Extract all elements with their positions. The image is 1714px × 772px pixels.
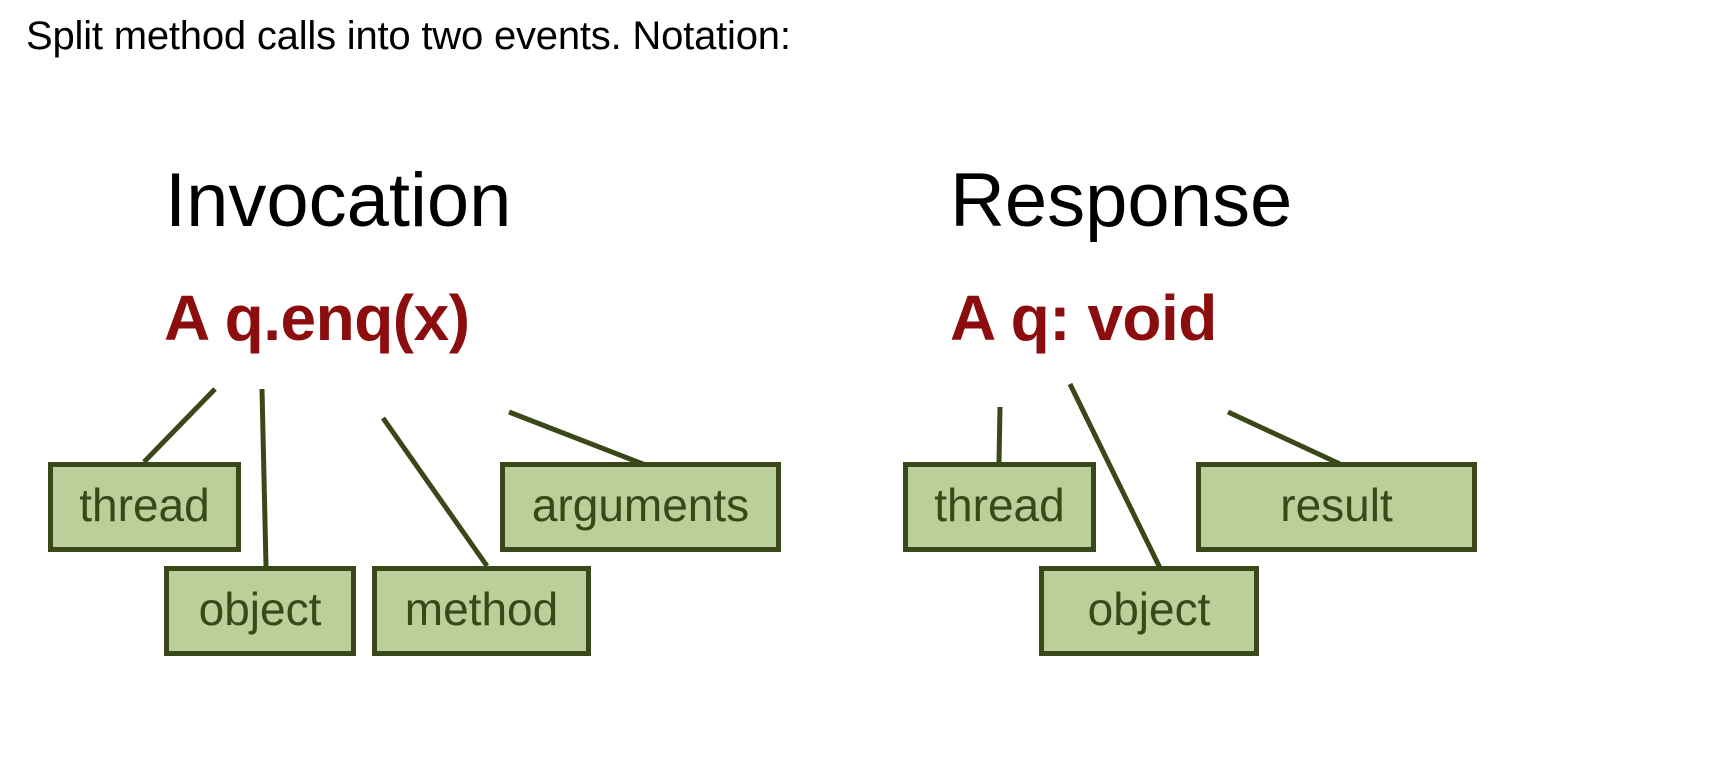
label-text: object <box>1087 583 1211 635</box>
label-text: thread <box>934 479 1065 531</box>
label-text: thread <box>79 479 210 531</box>
connector-invocation-arguments <box>508 409 644 467</box>
connector-invocation-method <box>380 416 490 568</box>
connector-response-thread <box>996 406 1003 463</box>
label-box-response-thread[interactable]: thread <box>903 462 1096 552</box>
code-invocation: A q.enq(x) <box>164 282 470 354</box>
slide-title: Split method calls into two events. Nota… <box>26 14 791 58</box>
code-response: A q: void <box>950 282 1217 354</box>
label-text: method <box>404 583 559 635</box>
label-text: object <box>198 583 322 635</box>
heading-response: Response <box>950 158 1293 243</box>
heading-invocation: Invocation <box>165 158 512 243</box>
label-text: result <box>1280 479 1393 531</box>
label-box-invocation-object[interactable]: object <box>164 566 356 656</box>
label-box-response-result[interactable]: result <box>1196 462 1477 552</box>
label-box-response-object[interactable]: object <box>1039 566 1259 656</box>
connector-invocation-thread <box>142 387 217 464</box>
label-box-invocation-method[interactable]: method <box>372 566 591 656</box>
connector-invocation-object <box>259 388 269 567</box>
label-box-invocation-thread[interactable]: thread <box>48 462 241 552</box>
connector-response-result <box>1226 409 1342 467</box>
label-box-invocation-arguments[interactable]: arguments <box>500 462 781 552</box>
label-text: arguments <box>531 479 750 531</box>
